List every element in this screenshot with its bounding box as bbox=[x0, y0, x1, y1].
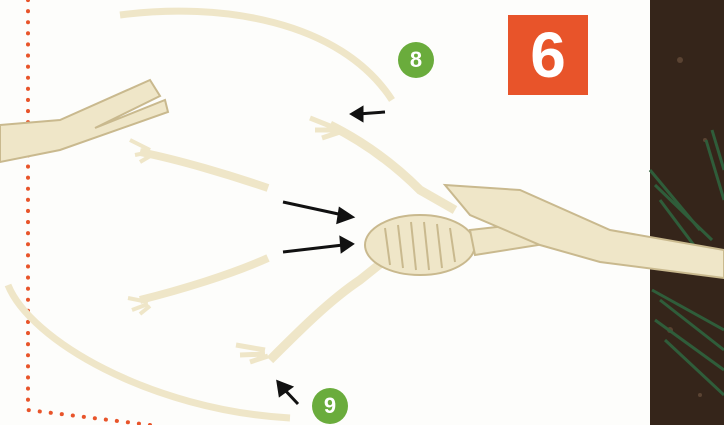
hand-lower-right bbox=[236, 345, 268, 362]
step-number-badge: 6 bbox=[508, 15, 588, 95]
callout-8-badge: 8 bbox=[398, 42, 434, 78]
wing-finger-bone-top bbox=[120, 11, 392, 100]
callout-9-badge: 9 bbox=[312, 388, 348, 424]
assembled-upper-arm bbox=[330, 125, 455, 210]
arm-bone-upper-left bbox=[140, 152, 268, 188]
arm-bone-lower-left bbox=[140, 258, 268, 300]
assembled-lower-arm bbox=[270, 260, 385, 360]
hand-lower-left bbox=[128, 298, 150, 314]
rib-cage bbox=[365, 215, 475, 275]
